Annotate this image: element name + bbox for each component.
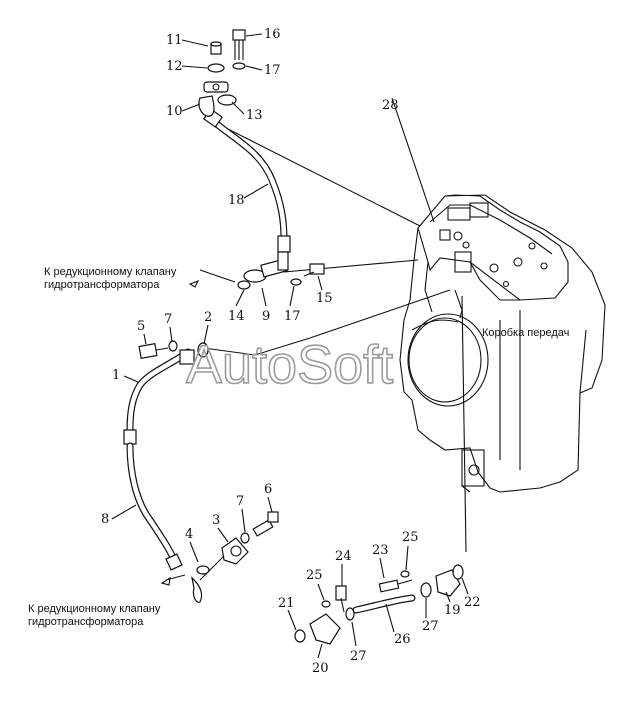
part-label: 27 bbox=[422, 619, 439, 634]
part-label: 3 bbox=[212, 513, 220, 528]
part-label: 17 bbox=[284, 309, 301, 324]
top-pipe-assembly bbox=[198, 29, 325, 290]
part-label: 14 bbox=[228, 309, 245, 324]
caption-valve-bottom-line1: К редукционному клапану bbox=[28, 603, 161, 615]
left-pipe-assembly bbox=[123, 340, 279, 603]
part-label: 23 bbox=[372, 543, 389, 558]
part-label: 13 bbox=[246, 108, 263, 123]
captions: Коробка передач К редукционному клапану … bbox=[28, 266, 569, 628]
part-label: 8 bbox=[101, 512, 109, 527]
caption-transmission: Коробка передач bbox=[482, 327, 569, 339]
part-label: 22 bbox=[464, 595, 481, 610]
bottom-assembly bbox=[294, 564, 464, 645]
part-label: 25 bbox=[306, 568, 323, 583]
caption-valve-top-line1: К редукционному клапану bbox=[44, 266, 177, 278]
part-label: 7 bbox=[236, 494, 244, 509]
watermark: AutoSoft bbox=[186, 335, 393, 395]
part-label: 26 bbox=[394, 632, 411, 647]
part-label: 10 bbox=[166, 104, 183, 119]
part-label: 17 bbox=[264, 63, 281, 78]
part-label: 28 bbox=[382, 98, 399, 113]
part-label: 19 bbox=[444, 603, 461, 618]
part-label: 9 bbox=[262, 309, 270, 324]
part-label: 11 bbox=[166, 33, 183, 48]
part-label: 4 bbox=[185, 527, 193, 542]
transmission-housing bbox=[399, 194, 606, 493]
part-label: 1 bbox=[112, 368, 120, 383]
leader-lines bbox=[160, 97, 467, 586]
part-label: 6 bbox=[264, 482, 272, 497]
part-labels: 1 2 3 4 5 6 7 7 8 9 10 11 12 13 14 15 16… bbox=[101, 27, 481, 676]
part-label: 5 bbox=[137, 319, 145, 334]
part-label: 27 bbox=[350, 649, 367, 664]
caption-valve-top-line2: гидротрансформатора bbox=[44, 279, 160, 291]
part-label: 15 bbox=[316, 291, 333, 306]
part-label: 20 bbox=[312, 661, 329, 676]
part-label: 21 bbox=[278, 596, 295, 611]
caption-valve-bottom-line2: гидротрансформатора bbox=[28, 616, 144, 628]
part-label: 12 bbox=[166, 59, 183, 74]
part-label: 16 bbox=[264, 27, 281, 42]
part-label: 25 bbox=[402, 530, 419, 545]
part-label: 7 bbox=[164, 312, 172, 327]
part-label: 18 bbox=[228, 193, 245, 208]
part-label: 24 bbox=[335, 549, 352, 564]
part-label: 2 bbox=[204, 310, 212, 325]
